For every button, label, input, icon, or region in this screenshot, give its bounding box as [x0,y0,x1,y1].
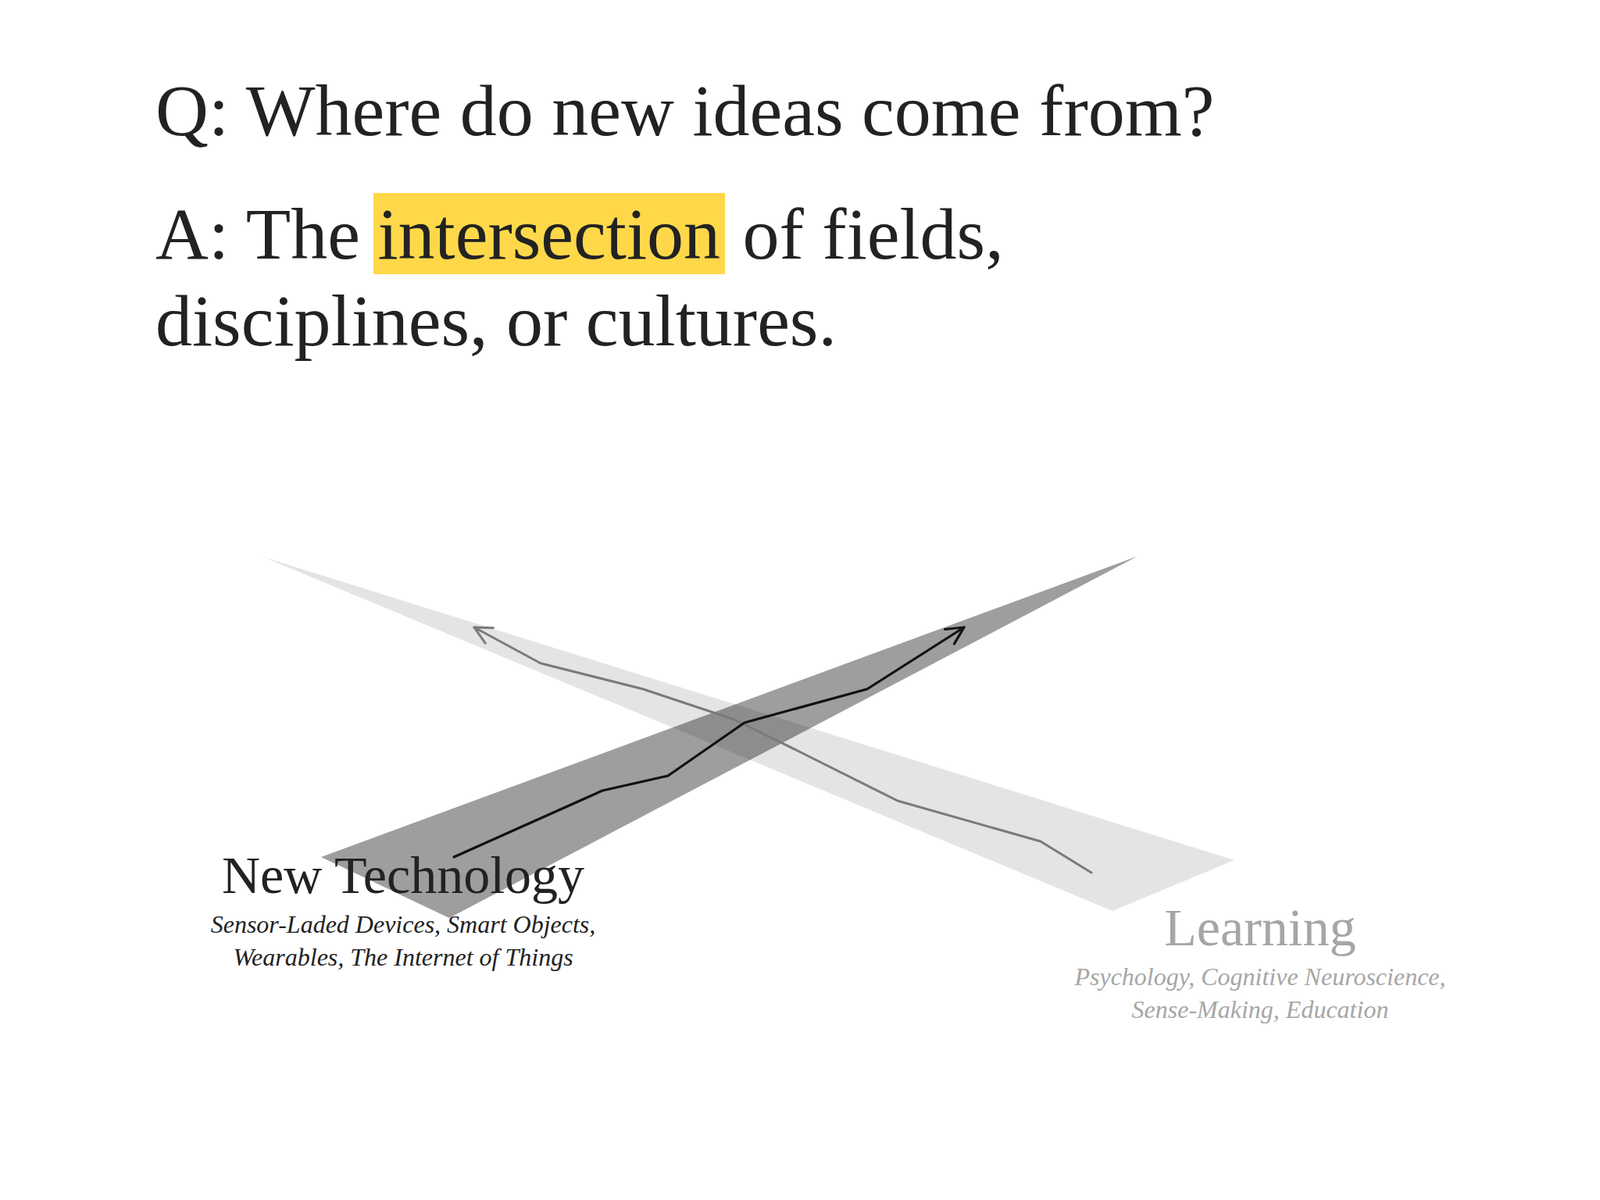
learning-arrowhead [474,627,494,643]
question-heading: Q: Where do new ideas come from? [155,67,1215,154]
field-topics: Psychology, Cognitive Neuroscience, Sens… [1041,960,1479,1026]
field-name: New Technology [129,845,677,905]
technology-path [453,627,965,858]
highlighted-word: intersection [373,192,726,275]
answer-text: A: The [155,192,361,275]
learning-path [474,627,1092,873]
answer-block: A: Theintersectionof fields, disciplines… [155,190,1289,365]
field-name: Learning [1025,897,1495,958]
technology-arrowhead [945,627,965,644]
field-topics: Sensor-Laded Devices, Smart Objects, Wea… [184,907,622,974]
